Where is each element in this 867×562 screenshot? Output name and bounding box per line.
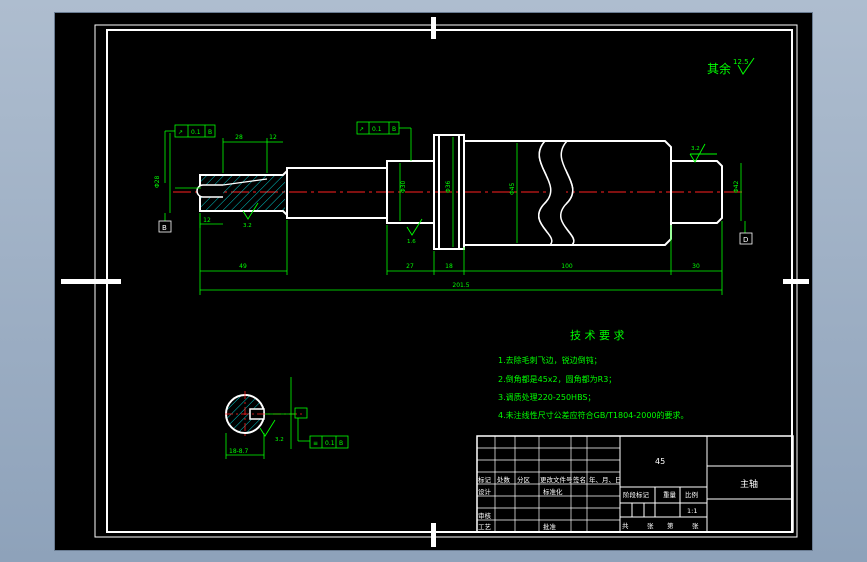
engineering-drawing: 其余 12.5 Φ <box>61 17 809 547</box>
dim-len-body: 100 <box>561 263 573 270</box>
top-center-mark <box>431 17 436 39</box>
roughness-keyway: 3.2 <box>243 223 252 229</box>
tech-requirements: 技 术 要 求 1.去除毛刺飞边，锐边倒钝； 2.倒角都是45x2，圆角都为R3… <box>498 329 689 420</box>
shaft-profile <box>196 134 723 250</box>
tol-section-value: 0.1 <box>325 440 335 447</box>
tb-weight: 重量 <box>663 491 677 499</box>
keyway-slot <box>196 184 223 198</box>
dia-label-1: Φ30 <box>400 180 407 193</box>
tech-req-title: 技 术 要 求 <box>570 329 625 342</box>
tol-section-symbol: ≡ <box>313 440 318 447</box>
dim-end-offset: 12 <box>269 134 277 141</box>
tb-part-name: 主轴 <box>740 478 758 490</box>
roughness-note-prefix: 其余 <box>707 61 731 76</box>
tol-left-datum: B <box>208 129 212 136</box>
tb-header-1: 处数 <box>497 475 511 484</box>
tb-sheet-total: 共 <box>622 521 629 530</box>
inner-frame <box>106 29 793 533</box>
tb-header-5: 年、月、日 <box>589 475 622 484</box>
dim-len-left: 49 <box>239 263 247 270</box>
tol-frame-middle <box>356 121 412 161</box>
dia-label-0: Φ28 <box>154 175 161 188</box>
section-view: 18-8.7 ≡ 0.1 B <box>225 377 349 459</box>
title-block-grid <box>477 436 620 532</box>
tb-header-2: 分区 <box>517 475 531 484</box>
roughness-section: 3.2 <box>275 437 284 443</box>
tb-scale-label: 比例 <box>685 490 698 499</box>
tech-req-item-1: 1.去除毛刺飞边，锐边倒钝； <box>498 355 602 365</box>
tol-section-datum: B <box>339 440 343 447</box>
diameter-dims <box>169 133 742 247</box>
bottom-center-mark <box>431 523 436 547</box>
cad-viewport[interactable]: 其余 12.5 Φ <box>54 12 813 551</box>
tb-design: 设计 <box>478 487 492 496</box>
left-center-mark <box>61 279 121 284</box>
tol-mid-symbol: ↗ <box>359 126 364 133</box>
tech-req-item-4: 4.未注线性尺寸公差应符合GB/T1804-2000的要求。 <box>498 410 689 420</box>
tb-sheet-label: 张 <box>647 521 654 530</box>
tb-process: 工艺 <box>478 523 492 531</box>
diameter-labels: Φ28 Φ30 Φ36 Φ45 Φ42 <box>154 175 740 195</box>
shaft-body <box>464 140 672 246</box>
tol-mid-value: 0.1 <box>372 126 382 133</box>
roughness-marks <box>242 143 717 437</box>
datum-left: B <box>158 213 172 233</box>
roughness-symbol <box>737 57 755 75</box>
tb-stage-mark: 阶段标记 <box>623 490 650 499</box>
length-labels: 28 12 12 49 27 18 100 30 201.5 <box>203 134 700 289</box>
tol-left-symbol: ↗ <box>178 129 183 136</box>
tb-header-0: 标记 <box>478 475 492 484</box>
datum-right-label: D <box>743 236 748 244</box>
dia-label-4: Φ42 <box>733 180 740 193</box>
tech-req-item-3: 3.调质处理220-250HBS； <box>498 392 596 402</box>
tb-sheet-label-2: 张 <box>692 521 699 530</box>
shaft-collar <box>433 134 465 250</box>
dim-keyway-length: 28 <box>235 134 243 141</box>
roughness-note-value: 12.5 <box>733 58 749 66</box>
tb-standardization: 标准化 <box>543 487 563 496</box>
tol-mid-datum: B <box>392 126 396 133</box>
tb-approve: 批准 <box>543 522 557 531</box>
tech-req-item-2: 2.倒角都是45x2，圆角都为R3； <box>498 374 616 384</box>
shaft-right-end <box>671 160 723 224</box>
tol-left-value: 0.1 <box>191 129 201 136</box>
title-block-text: 45 主轴 标记 处数 分区 更改文件号 签名 年、月、日 设计 标准化 审核 … <box>478 457 758 531</box>
datum-right: D <box>739 221 753 245</box>
section-depth-label: 18-8.7 <box>229 448 249 455</box>
shaft-journal-left <box>286 167 388 219</box>
dim-len-mid: 27 <box>406 263 414 270</box>
roughness-note: 其余 12.5 <box>707 57 755 76</box>
length-dims <box>199 138 723 295</box>
roughness-right-end: 3.2 <box>691 146 700 152</box>
dim-len-collar: 18 <box>445 263 453 270</box>
dim-len-right: 30 <box>692 263 700 270</box>
dim-keyway-depth: 12 <box>203 217 211 224</box>
tb-material: 45 <box>655 457 665 466</box>
right-center-mark <box>783 279 809 284</box>
tb-header-4: 签名 <box>573 475 586 484</box>
dim-overall: 201.5 <box>452 282 469 289</box>
datum-left-label: B <box>162 224 167 232</box>
tol-frame-left <box>164 124 216 183</box>
dia-label-3: Φ45 <box>509 182 516 195</box>
tb-review: 审核 <box>478 511 492 520</box>
roughness-collar: 1.6 <box>407 239 416 245</box>
tb-header-3: 更改文件号 <box>540 475 573 484</box>
tb-sheet-num: 第 <box>667 521 674 530</box>
dia-label-2: Φ36 <box>445 180 452 193</box>
tb-scale: 1:1 <box>687 507 697 515</box>
